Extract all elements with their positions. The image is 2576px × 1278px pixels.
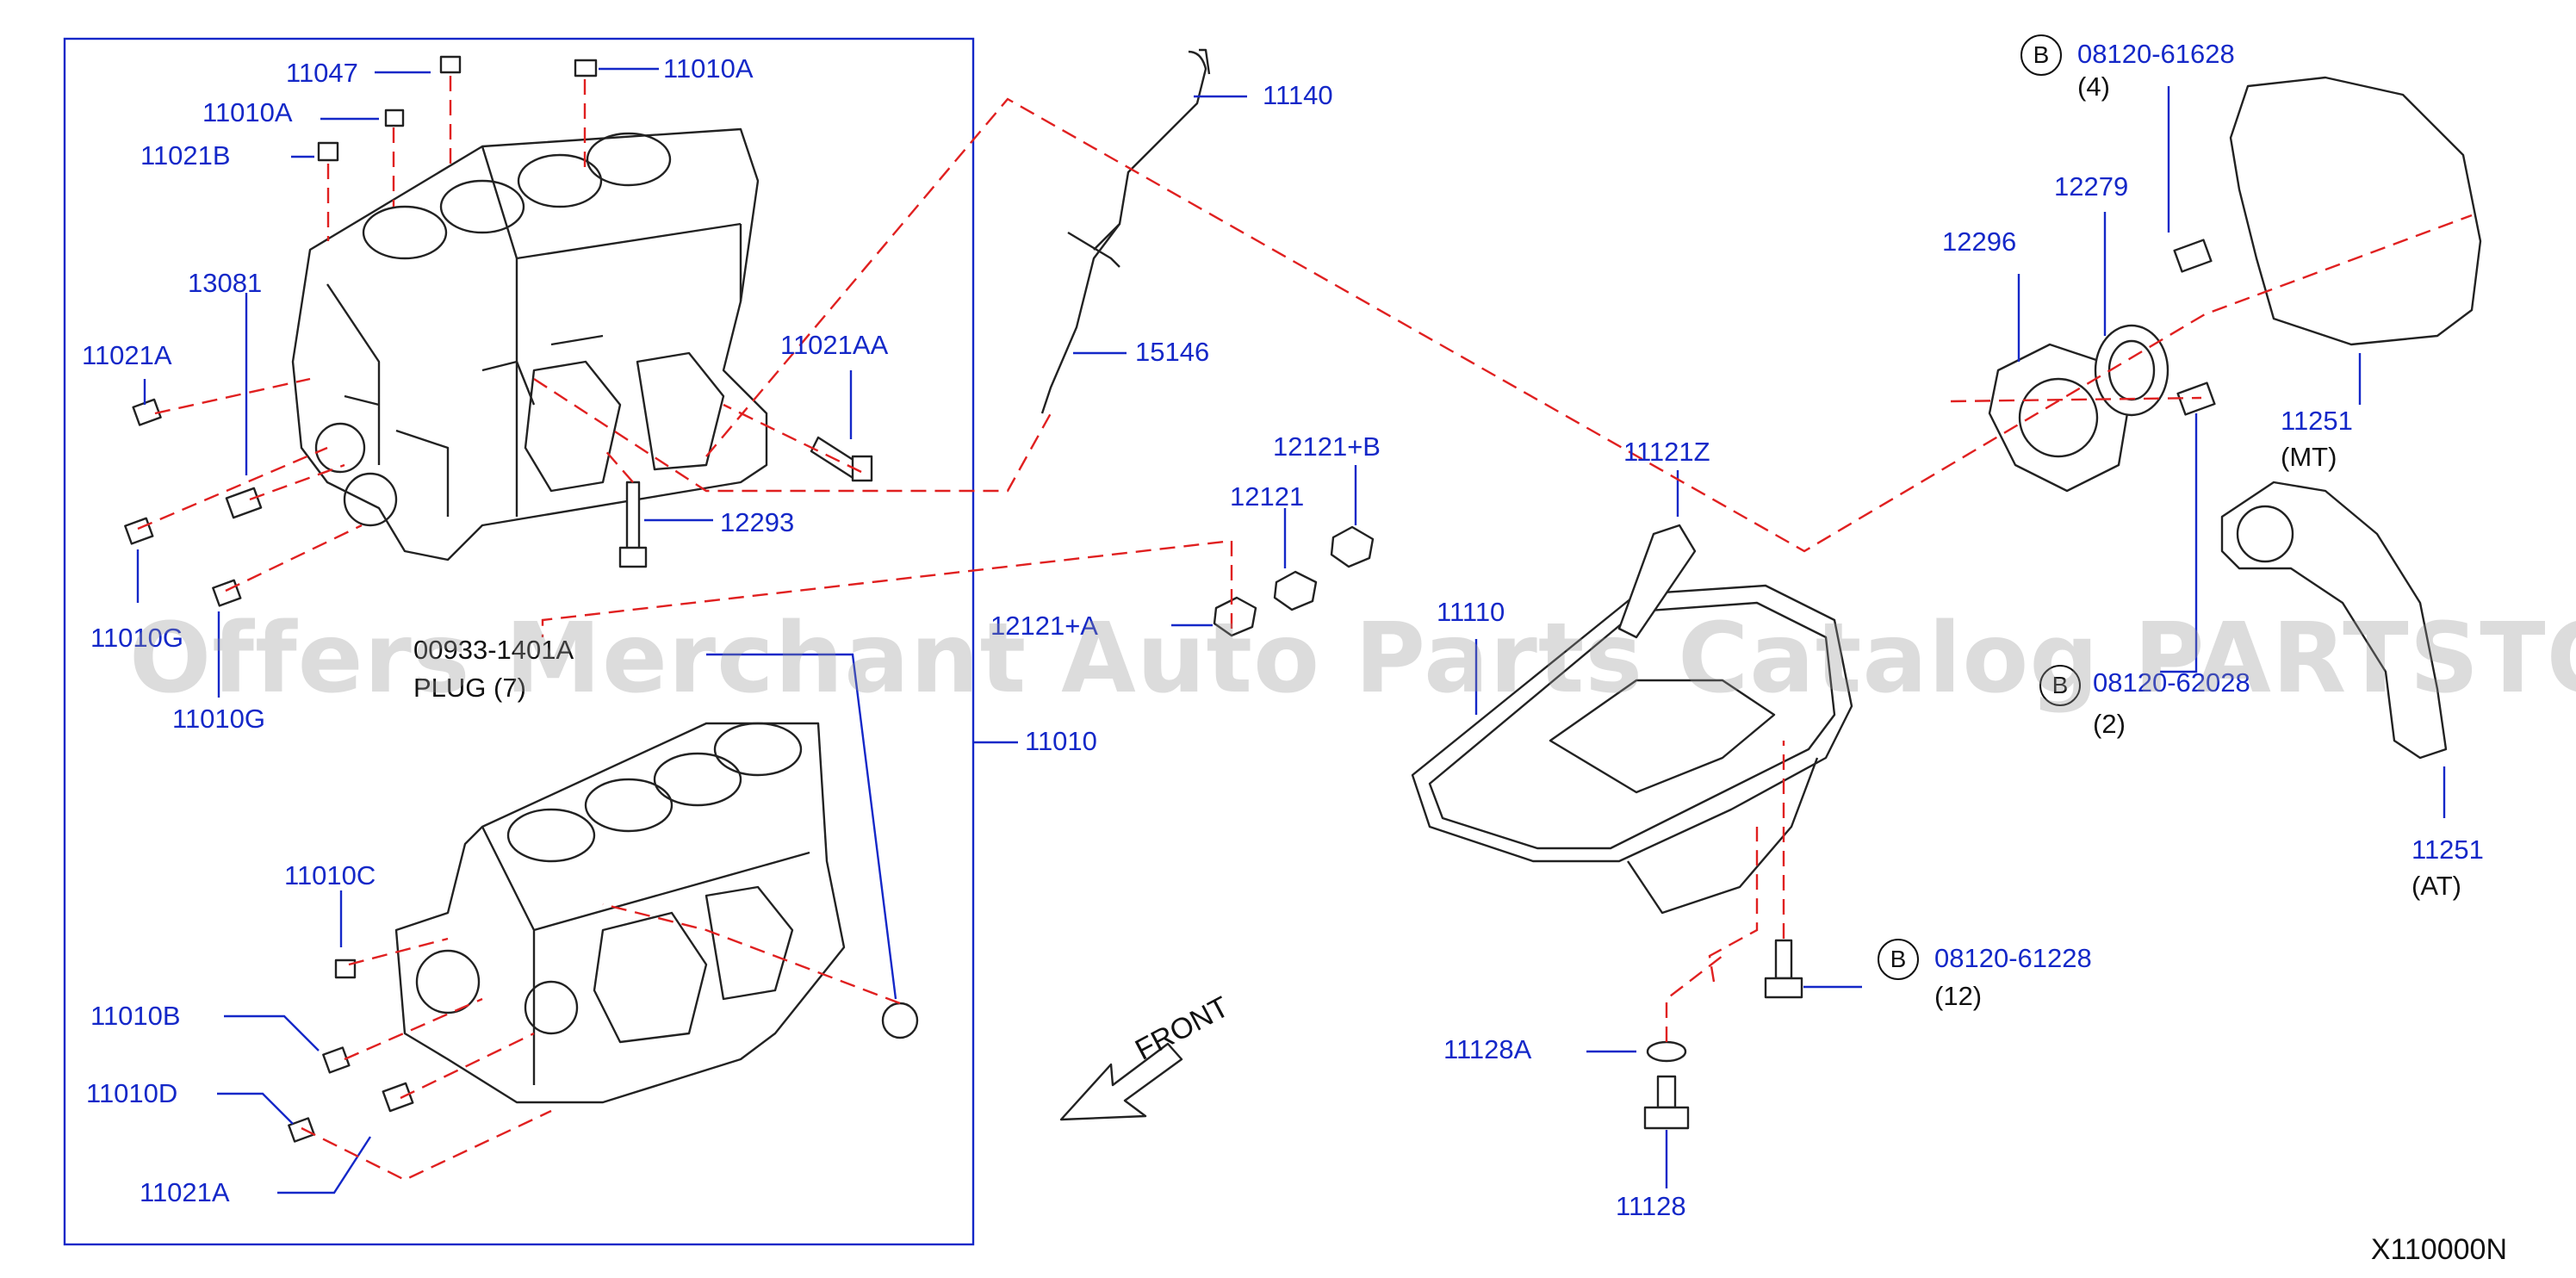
bolt-pan-mark: B	[1878, 939, 1919, 980]
label-11010d[interactable]: 11010D	[86, 1078, 178, 1108]
rear-plate-mt	[2229, 76, 2482, 346]
label-08120-62028[interactable]: 08120-62028	[2093, 667, 2250, 698]
dipstick-assembly	[1040, 48, 1211, 414]
label-11021a-top[interactable]: 11021A	[82, 340, 172, 370]
label-plug-qty: PLUG (7)	[413, 673, 526, 703]
lower-cylinder-block	[288, 722, 919, 1143]
label-11021aa[interactable]: 11021AA	[780, 330, 889, 360]
label-11047[interactable]: 11047	[286, 58, 358, 88]
label-15146[interactable]: 15146	[1135, 337, 1210, 367]
label-08120-61628[interactable]: 08120-61628	[2077, 39, 2235, 69]
diagram-code: X110000N	[2370, 1233, 2507, 1266]
label-11010g-b[interactable]: 11010G	[172, 704, 266, 734]
label-at: (AT)	[2412, 871, 2461, 901]
label-11128a[interactable]: 11128A	[1443, 1034, 1532, 1064]
label-11128[interactable]: 11128	[1616, 1191, 1686, 1221]
label-11251-at[interactable]: 11251	[2412, 834, 2484, 865]
label-bolt-pan-qty: (12)	[1934, 981, 1983, 1011]
label-12121-b[interactable]: 12121+B	[1273, 431, 1381, 462]
front-arrow	[1059, 1042, 1183, 1121]
label-11251-mt[interactable]: 11251	[2281, 406, 2353, 436]
bolt-top-mark: B	[2020, 34, 2062, 76]
label-11010a-left[interactable]: 11010A	[202, 97, 293, 127]
label-mt: (MT)	[2281, 442, 2337, 472]
label-12293[interactable]: 12293	[720, 507, 795, 537]
label-bolt-mid-qty: (2)	[2093, 709, 2126, 739]
label-12296[interactable]: 12296	[1942, 226, 2017, 257]
label-08120-61228[interactable]: 08120-61228	[1934, 943, 2092, 973]
label-11140[interactable]: 11140	[1263, 80, 1333, 110]
label-bolt-top-qty: (4)	[2077, 71, 2110, 102]
sensor-parts	[1213, 525, 1375, 637]
label-11010g-a[interactable]: 11010G	[90, 623, 184, 653]
label-11110[interactable]: 11110	[1437, 597, 1505, 627]
label-00933-1401a[interactable]: 00933-1401A	[413, 635, 574, 665]
label-11010[interactable]: 11010	[1025, 726, 1097, 756]
rear-seal-parts	[1988, 239, 2216, 493]
leader-lines	[136, 67, 2446, 1194]
label-12121[interactable]: 12121	[1230, 481, 1305, 512]
upper-cylinder-block	[291, 127, 768, 561]
dashed-lines	[137, 76, 2473, 1182]
label-11010c[interactable]: 11010C	[284, 860, 376, 890]
bolt-mid-mark: B	[2039, 665, 2081, 706]
label-12121-a[interactable]: 12121+A	[990, 611, 1098, 641]
label-11021a-bottom[interactable]: 11021A	[140, 1177, 230, 1207]
label-11021b[interactable]: 11021B	[140, 140, 231, 171]
rear-plate-at	[2220, 481, 2448, 760]
oil-pan	[1411, 524, 1853, 915]
label-11010b[interactable]: 11010B	[90, 1001, 181, 1031]
pan-small-parts	[1643, 939, 1803, 1130]
label-12279[interactable]: 12279	[2054, 171, 2129, 202]
label-11010a-top[interactable]: 11010A	[663, 53, 754, 84]
label-13081[interactable]: 13081	[188, 268, 263, 298]
label-11121z[interactable]: 11121Z	[1623, 437, 1710, 467]
block-frame	[63, 37, 975, 1246]
watermark: Offers Merchant Auto Parts Catalog PARTS…	[129, 603, 2576, 715]
